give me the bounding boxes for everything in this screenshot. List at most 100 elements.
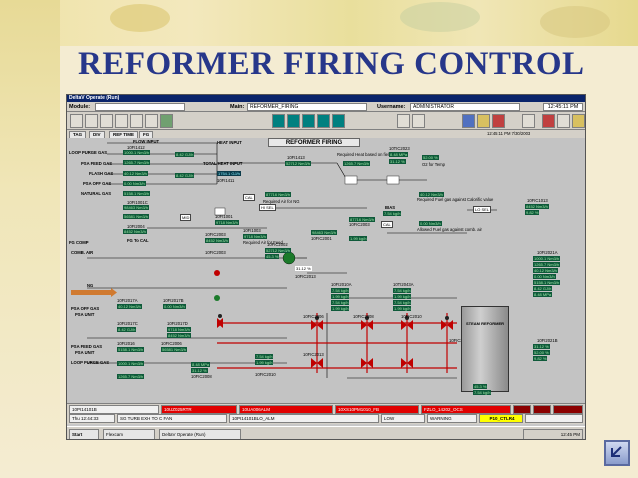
return-icon[interactable]	[604, 440, 630, 466]
controller-status[interactable]: P10_CTLR4	[479, 414, 523, 423]
toolbar-button[interactable]	[492, 114, 505, 128]
process-value[interactable]: 1265.7 Nm3/h	[533, 262, 561, 267]
process-value[interactable]: 1000.1 Nm3/h	[123, 150, 151, 155]
tab-div[interactable]: DIV	[89, 131, 105, 138]
process-value[interactable]: 7.54 kg/h	[393, 288, 412, 293]
process-value[interactable]: 8452 Nm3/h	[123, 229, 147, 234]
process-value[interactable]: 8452 Nm3/h	[205, 238, 229, 243]
process-value[interactable]: 31.12 %	[295, 266, 312, 271]
process-value[interactable]: 8.48 MPa	[191, 362, 211, 367]
toolbar-button[interactable]	[557, 114, 570, 128]
tab-ref-time[interactable]: REF TIME	[109, 131, 138, 138]
toolbar-button[interactable]	[70, 114, 83, 128]
process-value[interactable]: 0.00 Nm3/h	[163, 304, 186, 309]
alarm-ack-button[interactable]	[533, 405, 551, 414]
tab-fg[interactable]: FG	[139, 131, 154, 138]
alarm-button[interactable]: 10UZ025RTR	[161, 405, 237, 414]
toolbar-button[interactable]	[145, 114, 158, 128]
process-value[interactable]: 7.54 kg/h	[331, 288, 350, 293]
process-value[interactable]: 1265.7 Nm3/h	[123, 160, 151, 165]
process-value[interactable]: 7.54 kg/h	[473, 390, 492, 395]
process-value[interactable]: 40.12 Nm3/h	[533, 268, 558, 273]
process-value[interactable]: 52712 Nm3/h	[285, 161, 312, 166]
alarm-button[interactable]: 10UA006ALM	[239, 405, 333, 414]
process-value[interactable]: 52712 Nm3/h	[265, 248, 292, 253]
process-value[interactable]: 56581 Nm3/h	[161, 347, 188, 352]
toolbar-button[interactable]	[302, 114, 315, 128]
process-value[interactable]: 5158.1 Nm3/h	[533, 280, 561, 285]
alarm-horn-button[interactable]	[553, 405, 583, 414]
alarm-silence-button[interactable]	[513, 405, 531, 414]
process-value[interactable]: 1.99 kg/h	[393, 294, 412, 299]
toolbar-button[interactable]	[412, 114, 425, 128]
alarm-button[interactable]: 10XS10PM1010_FB	[335, 405, 419, 414]
toolbar-button[interactable]	[462, 114, 475, 128]
process-value[interactable]: 1.99 kg/h	[331, 294, 350, 299]
process-value[interactable]: 8.48 MPa	[389, 152, 409, 157]
process-value[interactable]: 31.12 %	[191, 368, 208, 373]
toolbar-button[interactable]	[522, 114, 535, 128]
toolbar-button[interactable]	[332, 114, 345, 128]
process-value[interactable]: 56581 Nm3/h	[123, 214, 150, 219]
process-value[interactable]: 9718 Nm3/h	[215, 220, 239, 225]
start-button[interactable]: Start	[69, 429, 99, 439]
process-value[interactable]: 7.54 kg/h	[255, 354, 274, 359]
taskbar-item-deltav[interactable]: DeltaV Operate (Run)	[159, 429, 241, 439]
process-value[interactable]: 87716 Nm3/h	[265, 192, 292, 197]
module-field[interactable]	[95, 103, 185, 111]
process-value[interactable]: 31.12 %	[533, 344, 550, 349]
process-value[interactable]: 7.54 kg/h	[331, 300, 350, 305]
toolbar-button[interactable]	[115, 114, 128, 128]
process-value[interactable]: 1000.1 Nm3/h	[533, 256, 561, 261]
process-value[interactable]: 9718 Nm3/h	[167, 327, 191, 332]
tab-tag[interactable]: TAG	[69, 131, 87, 138]
process-value[interactable]: 1000.1 Nm3/h	[117, 361, 145, 366]
toolbar-button[interactable]	[100, 114, 113, 128]
main-field[interactable]: REFORMER_FIRING	[247, 103, 367, 111]
process-value[interactable]: 8.42 GJ/h	[175, 152, 195, 157]
taskbar-item-flexcam[interactable]: Flexcam	[103, 429, 155, 439]
process-value[interactable]: 98463 Nm3/h	[311, 230, 338, 235]
process-value[interactable]: 8.48 MPa	[533, 292, 553, 297]
toolbar-button[interactable]	[85, 114, 98, 128]
process-value[interactable]: 0.00 Nm3/h	[533, 274, 556, 279]
process-value[interactable]: 1265.7 Nm3/h	[343, 161, 371, 166]
total-heat-value[interactable]: 1754.1 GJ/h	[217, 171, 241, 176]
process-value[interactable]: 8.42 GJ/h	[175, 173, 195, 178]
process-value[interactable]: 9718 Nm3/h	[243, 234, 267, 239]
toolbar-button[interactable]	[317, 114, 330, 128]
process-value[interactable]: 40.12 Nm3/h	[123, 171, 148, 176]
process-value[interactable]: 45.3 %	[473, 384, 488, 389]
process-value[interactable]: 9.82 %	[533, 356, 548, 361]
process-value[interactable]: 1.99 kg/h	[331, 306, 350, 311]
process-value[interactable]: 52.00 %	[422, 155, 439, 160]
toolbar-button[interactable]	[287, 114, 300, 128]
process-value[interactable]: 31.12 %	[389, 159, 406, 164]
process-value[interactable]: 40.12 Nm3/h	[117, 304, 142, 309]
process-value[interactable]: 98463 Nm3/h	[123, 205, 150, 210]
process-value[interactable]: 52.00 %	[533, 350, 550, 355]
toolbar-button[interactable]	[477, 114, 490, 128]
process-value[interactable]: 1.99 kg/h	[349, 236, 368, 241]
process-value[interactable]: 7.54 kg/h	[383, 211, 402, 216]
process-value[interactable]: 40.12 Nm3/h	[419, 192, 444, 197]
process-value[interactable]: 87716 Nm3/h	[349, 217, 376, 222]
process-value[interactable]: 8452 Nm3/h	[525, 204, 549, 209]
process-value[interactable]: 8452 Nm3/h	[167, 333, 191, 338]
process-value[interactable]: 0.00 Nm3/h	[419, 221, 442, 226]
toolbar-button[interactable]	[130, 114, 143, 128]
toolbar-button[interactable]	[397, 114, 410, 128]
toolbar-button[interactable]	[572, 114, 585, 128]
process-value[interactable]: 1.99 kg/h	[255, 360, 274, 365]
process-value[interactable]: 0.00 Nm3/h	[123, 181, 146, 186]
toolbar-button[interactable]	[542, 114, 555, 128]
process-value[interactable]: 5158.1 Nm3/h	[123, 191, 151, 196]
alarm-tools[interactable]	[525, 414, 583, 423]
process-value[interactable]: 1265.7 Nm3/h	[117, 374, 145, 379]
username-field[interactable]: ADMINISTRATOR	[410, 103, 520, 111]
toolbar-button[interactable]	[272, 114, 285, 128]
process-value[interactable]: 8.42 GJ/h	[533, 286, 553, 291]
alarm-button[interactable]: FZLO_14202_OCS	[421, 405, 511, 414]
alarm-tag-field[interactable]: 10PI14101B	[69, 405, 159, 414]
process-value[interactable]: 7.54 kg/h	[393, 300, 412, 305]
